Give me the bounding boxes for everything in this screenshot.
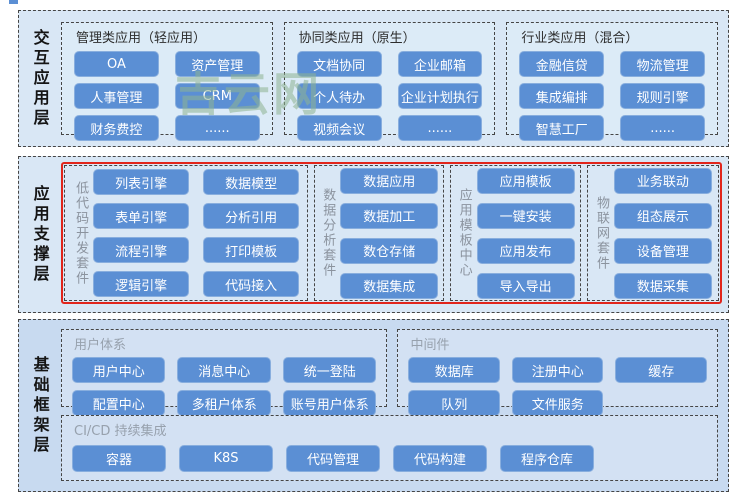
module-chip: K8S [179, 444, 273, 472]
module-chip: 财务费控 [74, 115, 159, 141]
module-chip: 人事管理 [74, 83, 159, 109]
layer-label-column: 应用支撑层 [19, 157, 61, 312]
layer-label: 交互应用层 [30, 28, 50, 129]
module-row: 容器 K8S 代码管理 代码构建 程序仓库 [72, 443, 707, 473]
module-chip: 数仓存储 [340, 237, 439, 264]
module-chip: 代码管理 [286, 444, 380, 472]
group-title-vertical: 数据分析套件 [320, 188, 336, 278]
module-chip: 流程引擎 [93, 237, 190, 263]
group-cicd: CI/CD 持续集成 容器 K8S 代码管理 代码构建 程序仓库 [61, 415, 718, 481]
module-chip: 缓存 [615, 357, 707, 383]
module-chip: 代码构建 [393, 444, 487, 472]
group-middleware: 中间件 数据库 注册中心 缓存 队列 文件服务 [397, 329, 718, 416]
layer-base-framework: 基础框架层 用户体系 用户中心 消息中心 统一登陆 配置中心 多租户体系 账号用… [18, 319, 729, 492]
module-chip: 打印模板 [203, 237, 300, 263]
layer-interaction-application: 交互应用层 管理类应用（轻应用） OA 资产管理 人事管理 CRM 财务费控 .… [18, 10, 729, 147]
group-app-template-center: 应用模板中心 应用模板 一键安装 应用发布 导入导出 [450, 165, 581, 301]
module-chip: 业务联动 [613, 167, 712, 194]
module-chip: 个人待办 [296, 83, 382, 109]
module-grid: 用户中心 消息中心 统一登陆 配置中心 多租户体系 账号用户体系 [72, 357, 377, 416]
module-chip: 金融信贷 [519, 51, 605, 77]
group-management-apps: 管理类应用（轻应用） OA 资产管理 人事管理 CRM 财务费控 ...... [61, 22, 273, 141]
module-chip: 企业邮箱 [397, 51, 483, 77]
module-chip: 数据应用 [340, 167, 439, 194]
module-chip: 组态展示 [613, 202, 712, 229]
module-grid: 数据库 注册中心 缓存 队列 文件服务 [408, 357, 707, 416]
group-lowcode-suite: 低代码开发套件 列表引擎 数据模型 表单引擎 分析引用 流程引擎 打印模板 逻辑… [64, 165, 308, 301]
module-chip: 代码接入 [203, 271, 300, 297]
group-title: 中间件 [410, 338, 450, 353]
module-chip: 数据集成 [340, 272, 439, 299]
module-chip: 用户中心 [72, 357, 166, 383]
module-chip: 文件服务 [511, 390, 604, 416]
module-chip: 注册中心 [511, 357, 604, 383]
module-chip: 设备管理 [613, 237, 712, 264]
module-chip: 消息中心 [177, 357, 271, 383]
module-grid: OA 资产管理 人事管理 CRM 财务费控 ...... [74, 51, 260, 141]
group-title-vertical: 应用模板中心 [456, 188, 472, 278]
layer-groups: 管理类应用（轻应用） OA 资产管理 人事管理 CRM 财务费控 ...... … [61, 11, 728, 146]
group-user-system: 用户体系 用户中心 消息中心 统一登陆 配置中心 多租户体系 账号用户体系 [61, 329, 388, 416]
module-grid: 金融信贷 物流管理 集成编排 规则引擎 智慧工厂 ...... [519, 51, 706, 141]
layer-label-column: 交互应用层 [19, 11, 61, 146]
group-title: 用户体系 [74, 338, 127, 353]
module-grid: 数据应用 数据加工 数仓存储 数据集成 [340, 167, 439, 299]
module-grid: 文档协同 企业邮箱 个人待办 企业计划执行 视频会议 ...... [296, 51, 483, 141]
layer-groups: 用户体系 用户中心 消息中心 统一登陆 配置中心 多租户体系 账号用户体系 中间… [61, 320, 728, 491]
module-chip: CRM [174, 83, 260, 109]
red-highlight-border: 低代码开发套件 列表引擎 数据模型 表单引擎 分析引用 流程引擎 打印模板 逻辑… [61, 162, 722, 304]
module-chip: 程序仓库 [500, 444, 594, 472]
group-title: 管理类应用（轻应用） [76, 31, 207, 46]
module-chip: 表单引擎 [93, 203, 190, 229]
module-chip: 规则引擎 [620, 83, 706, 109]
module-chip: 逻辑引擎 [93, 271, 190, 297]
group-data-analysis-suite: 数据分析套件 数据应用 数据加工 数仓存储 数据集成 [314, 165, 445, 301]
module-chip: 资产管理 [174, 51, 260, 77]
group-industry-apps: 行业类应用（混合） 金融信贷 物流管理 集成编排 规则引擎 智慧工厂 .....… [506, 22, 719, 141]
module-grid: 列表引擎 数据模型 表单引擎 分析引用 流程引擎 打印模板 逻辑引擎 代码接入 [93, 169, 300, 297]
layer-label: 基础框架层 [30, 355, 50, 456]
group-title: 协同类应用（原生） [298, 31, 416, 46]
module-chip: 数据采集 [613, 272, 712, 299]
module-chip: OA [74, 51, 159, 77]
module-chip: 队列 [408, 390, 500, 416]
module-chip: 应用发布 [476, 237, 575, 264]
module-chip: 配置中心 [72, 390, 166, 416]
group-title: 行业类应用（混合） [521, 31, 639, 46]
module-chip: 账号用户体系 [282, 390, 377, 416]
group-title-vertical: 低代码开发套件 [73, 180, 89, 286]
module-chip: 一键安装 [476, 202, 575, 229]
module-grid: 业务联动 组态展示 设备管理 数据采集 [613, 167, 712, 299]
module-chip: 企业计划执行 [397, 83, 483, 109]
module-chip: 导入导出 [476, 272, 575, 299]
module-chip: 应用模板 [476, 167, 575, 194]
module-chip-ellipsis: ...... [174, 115, 260, 141]
module-chip-ellipsis: ...... [397, 115, 483, 141]
module-chip: 物流管理 [620, 51, 706, 77]
module-chip: 容器 [72, 444, 166, 472]
module-grid: 应用模板 一键安装 应用发布 导入导出 [476, 167, 575, 299]
module-chip: 统一登陆 [282, 357, 377, 383]
module-chip: 分析引用 [203, 203, 300, 229]
module-chip: 视频会议 [296, 115, 382, 141]
module-chip: 数据加工 [340, 202, 439, 229]
group-title-vertical: 物联网套件 [593, 195, 609, 271]
module-chip: 列表引擎 [93, 169, 190, 195]
module-chip: 数据库 [408, 357, 500, 383]
group-title: CI/CD 持续集成 [74, 424, 167, 439]
module-chip: 多租户体系 [177, 390, 271, 416]
group-collaboration-apps: 协同类应用（原生） 文档协同 企业邮箱 个人待办 企业计划执行 视频会议 ...… [283, 22, 496, 141]
framework-row: 用户体系 用户中心 消息中心 统一登陆 配置中心 多租户体系 账号用户体系 中间… [61, 329, 718, 416]
module-chip: 数据模型 [203, 169, 300, 195]
layer-application-support: 应用支撑层 低代码开发套件 列表引擎 数据模型 表单引擎 分析引用 流程引擎 打… [18, 156, 729, 313]
module-chip: 智慧工厂 [519, 115, 605, 141]
module-chip-ellipsis: ...... [620, 115, 706, 141]
module-chip: 集成编排 [519, 83, 605, 109]
group-iot-suite: 物联网套件 业务联动 组态展示 设备管理 数据采集 [586, 165, 719, 301]
layer-label-column: 基础框架层 [19, 320, 61, 491]
corner-artifact [9, 0, 18, 4]
module-chip: 文档协同 [296, 51, 382, 77]
layer-label: 应用支撑层 [30, 184, 50, 285]
